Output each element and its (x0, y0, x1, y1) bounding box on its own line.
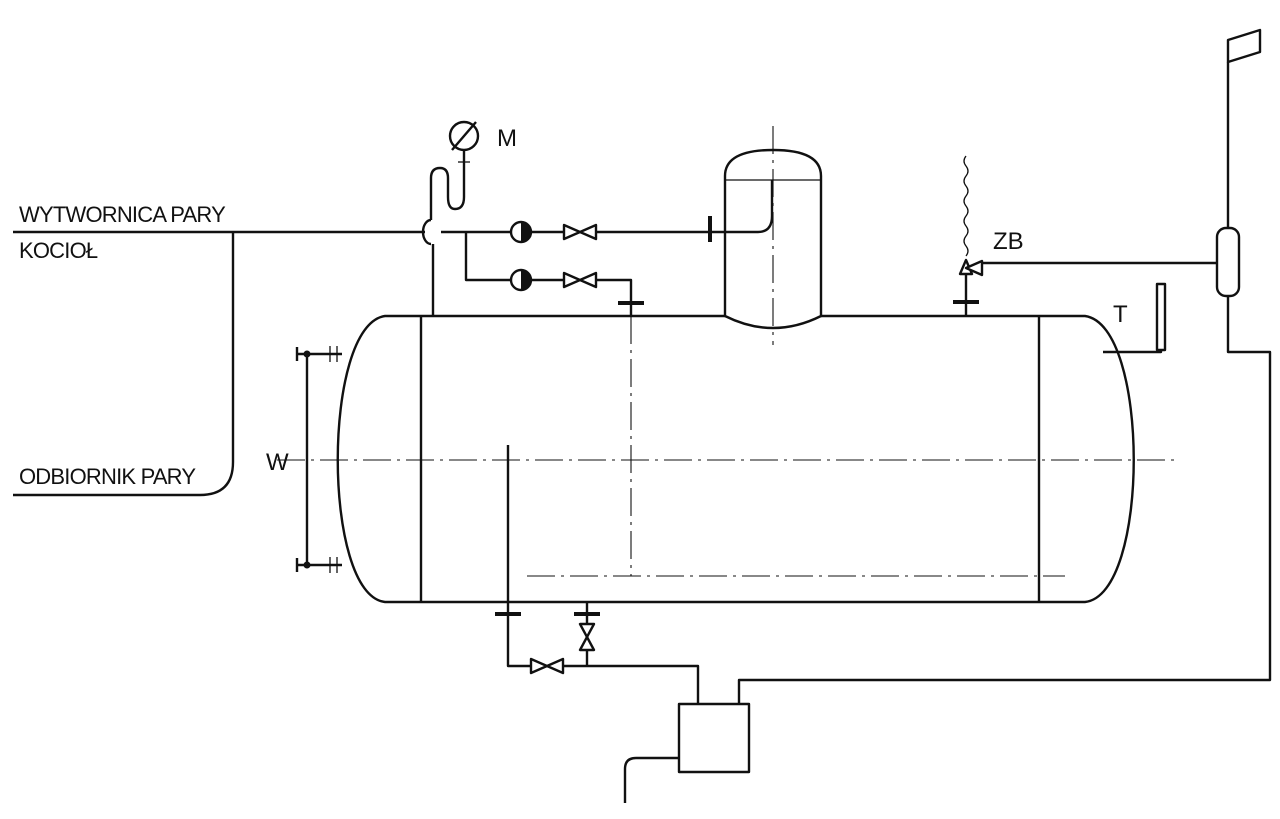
pump-lower-icon (509, 268, 533, 292)
control-unit-icon (1215, 226, 1241, 298)
upper-feed-branch (509, 220, 598, 244)
pressure-vessel (277, 314, 1175, 604)
valve-lower-icon (562, 271, 598, 289)
safety-valve-label: ZB (993, 228, 1024, 255)
thermometer: T (1103, 282, 1167, 354)
thermometer-label: T (1113, 301, 1128, 328)
dome-inlet-pipe (710, 180, 774, 234)
boiler-label: KOCIOŁ (19, 238, 98, 263)
valve-upper-icon (562, 223, 598, 241)
flag-icon (1226, 28, 1262, 64)
water-gauge: W (266, 346, 342, 573)
drain-valve-icon (529, 657, 565, 675)
control-column (737, 28, 1272, 704)
steam-receiver-label: ODBIORNIK PARY (19, 464, 196, 489)
manometer: M (421, 120, 517, 316)
drain-system (495, 602, 751, 803)
drain-tank-icon (677, 702, 751, 774)
steam-receiver-line (13, 232, 235, 497)
steam-dome (708, 126, 823, 345)
thermometer-icon (1155, 282, 1167, 352)
vertical-valve-icon (578, 622, 596, 652)
pump-upper-icon (509, 220, 533, 244)
steam-generator-label: WYTWORNICA PARY (19, 202, 226, 227)
safety-valve: ZB (953, 155, 1217, 316)
steam-exhaust-wave (963, 155, 969, 257)
manometer-label: M (497, 125, 517, 152)
lower-feed-branch (464, 232, 644, 316)
water-gauge-label: W (266, 449, 289, 476)
